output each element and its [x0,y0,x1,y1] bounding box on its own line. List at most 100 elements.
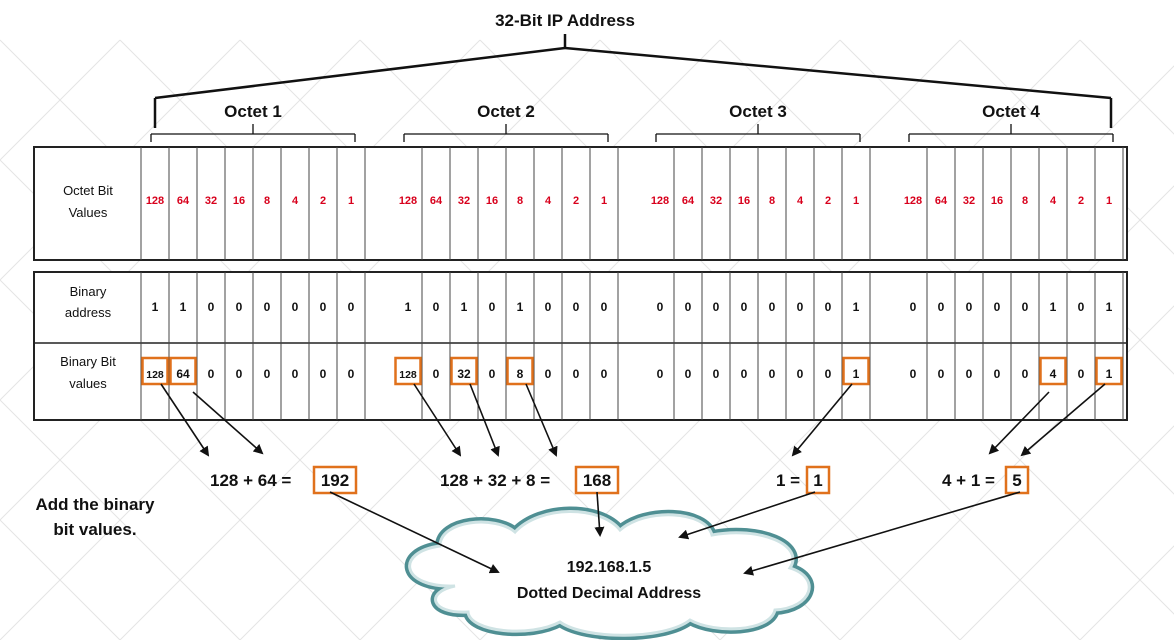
binary-bit-value: 4 [1050,367,1057,381]
octet-bit-value: 32 [458,195,470,207]
octet-bit-value: 2 [1078,195,1084,207]
binary-bit: 0 [713,300,720,314]
octet-bracket-3 [655,124,861,142]
dotted-decimal-value: 192.168.1.5 [567,559,652,576]
binary-bit: 0 [208,300,215,314]
octet-bit-value: 4 [292,195,299,207]
row-label-octet-bit-values-1: Octet Bit [63,183,113,198]
binary-bit: 0 [601,300,608,314]
binary-bit-value: 1 [1106,367,1113,381]
binary-bit: 0 [769,300,776,314]
binary-bit-value: 0 [292,367,299,381]
binary-bit-value: 0 [1078,367,1085,381]
result-box-octet-2 [574,465,620,495]
binary-table [33,271,1128,421]
octet-bit-value: 2 [825,195,831,207]
binary-bit: 0 [994,300,1001,314]
binary-bit: 0 [966,300,973,314]
binary-bit-value: 0 [825,367,832,381]
row-label-binary-bit-values-1: Binary Bit [60,354,116,369]
diagram-title: 32-Bit IP Address [495,11,635,30]
binary-bit-value: 0 [741,367,748,381]
binary-bit-value: 0 [601,367,608,381]
highlight-box [506,356,534,386]
octet-bit-value: 128 [399,195,417,207]
binary-bit-value: 0 [685,367,692,381]
binary-bit: 1 [1106,300,1113,314]
binary-bit-value: 0 [236,367,243,381]
octet-bit-value: 64 [682,195,695,207]
binary-bit: 0 [433,300,440,314]
binary-bit: 1 [1050,300,1057,314]
octet-bit-value: 128 [904,195,922,207]
result-octet-3: 1 [813,471,822,490]
binary-bit: 0 [545,300,552,314]
row-label-binary-address-1: Binary [70,284,107,299]
binary-bit-value: 0 [433,367,440,381]
arrow-octet4-to-cloud [743,491,1021,576]
binary-bit: 0 [685,300,692,314]
equation-octet-4: 4 + 1 = [942,471,995,490]
octet-bit-value: 64 [177,195,190,207]
octet-bit-value: 16 [233,195,245,207]
binary-bit: 0 [797,300,804,314]
binary-bit: 0 [741,300,748,314]
octet-bit-value: 2 [320,195,326,207]
bit-arrows [160,383,1106,457]
binary-bit-value: 0 [264,367,271,381]
binary-bit-value: 0 [348,367,355,381]
binary-bit: 0 [825,300,832,314]
highlight-box [842,356,870,386]
binary-bit: 1 [517,300,524,314]
binary-bit-value: 0 [489,367,496,381]
bit-arrow [469,383,500,457]
octet-bit-value: 8 [517,195,523,207]
octet-bit-values-table [33,146,1128,261]
address-bracket [153,34,1113,128]
binary-bit-value: 0 [938,367,945,381]
binary-bit-value: 0 [208,367,215,381]
equation-octet-1: 128 + 64 = [210,471,291,490]
octet-bit-value: 128 [651,195,669,207]
dotted-decimal-caption: Dotted Decimal Address [517,585,701,602]
octet-label-4: Octet 4 [982,102,1040,121]
octet-bit-value: 1 [348,195,354,207]
octet-label-2: Octet 2 [477,102,535,121]
bit-arrow [988,391,1050,455]
octet-bit-value: 32 [205,195,217,207]
table-grid-lines [140,147,1124,420]
bit-arrow [1020,383,1106,457]
bit-arrow [525,383,558,457]
highlight-box [394,356,422,386]
octet-bit-value: 64 [430,195,443,207]
octet-bit-value: 8 [1022,195,1028,207]
binary-bit: 1 [180,300,187,314]
binary-bit: 0 [573,300,580,314]
result-octet-4: 5 [1012,471,1021,490]
binary-bit: 0 [1078,300,1085,314]
equation-octet-3: 1 = [776,471,800,490]
binary-bit-value: 128 [399,369,417,381]
octet-bit-value: 1 [1106,195,1112,207]
octet-label-1: Octet 1 [224,102,282,121]
arrow-octet1-to-cloud [329,491,500,574]
octet-bit-value: 32 [963,195,975,207]
bit-arrow [791,383,853,457]
binary-bit: 0 [910,300,917,314]
binary-bit-value: 32 [457,367,471,381]
binary-bit: 1 [461,300,468,314]
octet-bracket-2 [403,124,609,142]
bit-arrow [160,383,210,457]
binary-bit-value: 0 [657,367,664,381]
binary-bit-value: 0 [966,367,973,381]
result-octet-2: 168 [583,471,611,490]
octet-bit-value: 128 [146,195,164,207]
highlight-box [1095,356,1123,386]
highlight-box [169,356,197,386]
row-label-octet-bit-values-2: Values [69,205,108,220]
side-note-line-1: Add the binary [35,495,155,514]
binary-bit: 0 [938,300,945,314]
binary-bit: 0 [264,300,271,314]
binary-bit: 0 [657,300,664,314]
result-cloud: 192.168.1.5 Dotted Decimal Address [404,506,815,640]
